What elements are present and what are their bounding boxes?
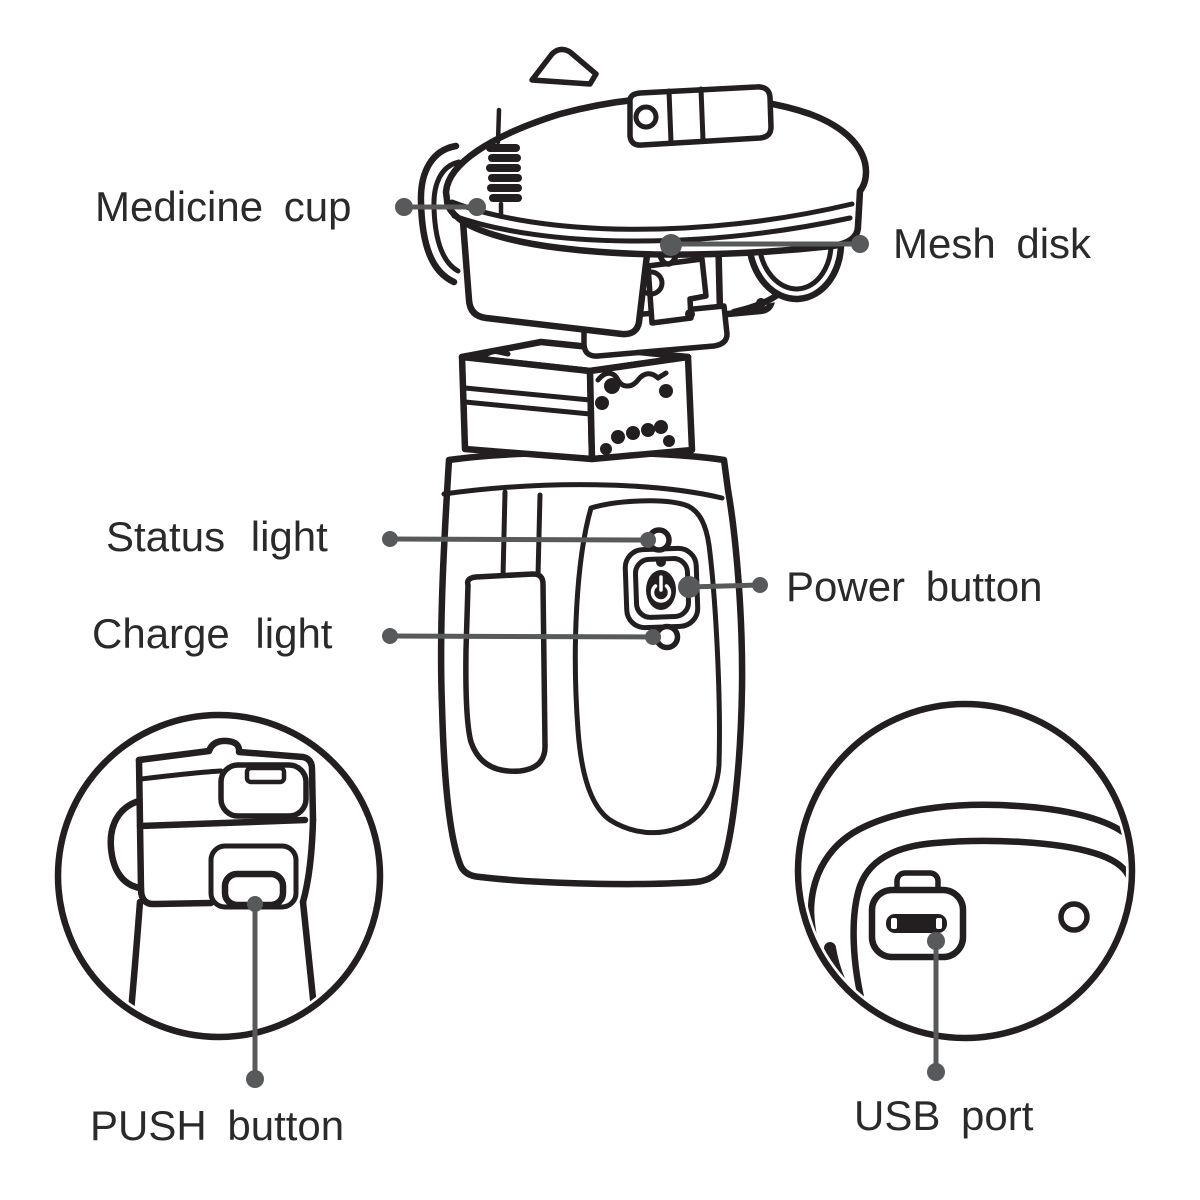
connector-contacts <box>595 378 675 455</box>
top-assembly <box>417 46 870 359</box>
lid-hinge <box>627 84 774 148</box>
reset-hole <box>1058 901 1090 933</box>
mesh-disk-label: Mesh disk <box>893 220 1092 267</box>
power-button-label: Power button <box>786 563 1043 610</box>
leader-charge-light <box>382 628 661 645</box>
power-icon <box>650 575 672 603</box>
front-panel <box>572 498 722 836</box>
leader-push-button <box>246 896 264 1088</box>
detail-circle-push <box>54 711 384 1041</box>
device-body <box>437 449 746 888</box>
usb-port <box>868 870 967 961</box>
usb-c-slot-icon <box>886 914 947 933</box>
charge-light-label: Charge light <box>92 610 333 657</box>
detail-circle-usb <box>794 700 1136 1042</box>
status-light-label: Status light <box>106 513 328 560</box>
contact-connector <box>458 338 696 463</box>
medicine-cup-label: Medicine cup <box>95 183 352 230</box>
leader-medicine-cup <box>395 198 486 216</box>
usb-port-label: USB port <box>854 1092 1034 1139</box>
leader-status-light <box>382 531 656 548</box>
medicine-level-spring <box>486 107 522 217</box>
leader-usb-port <box>927 932 945 1081</box>
leader-mesh-disk <box>660 234 869 256</box>
push-button-label: PUSH button <box>90 1102 345 1149</box>
lid-tab <box>529 46 599 87</box>
leader-power-button <box>678 576 768 598</box>
belt-clip <box>463 571 548 774</box>
